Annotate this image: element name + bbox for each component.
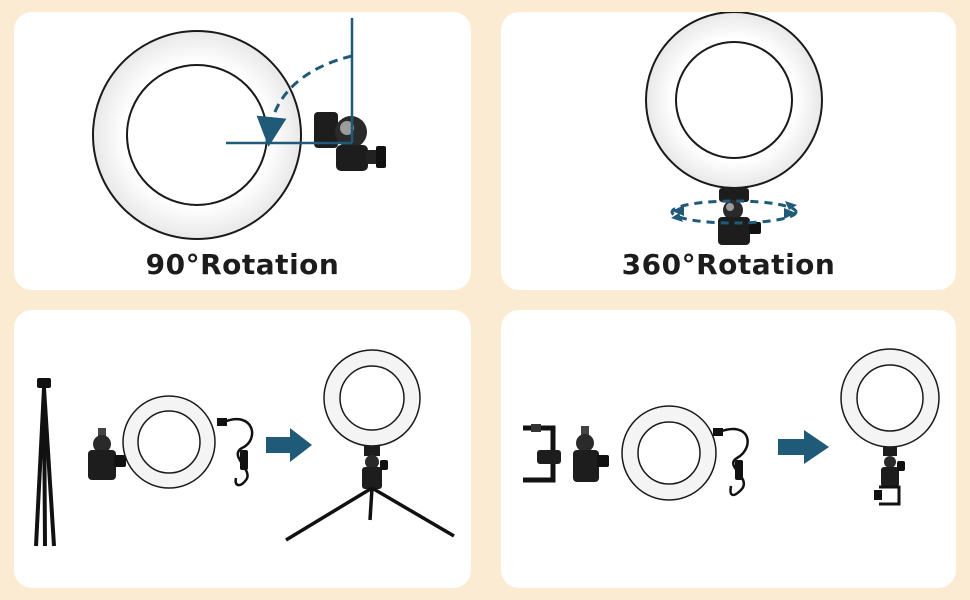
arrow-right-icon	[266, 428, 312, 462]
caption-90-rotation: 90°Rotation	[145, 248, 340, 281]
usb-cable-icon	[713, 427, 749, 497]
assembled-clamp-light-icon	[840, 348, 940, 506]
panel-clamp-assembly	[501, 310, 956, 588]
rotation-arrow-icon	[670, 199, 798, 225]
panel-tripod-assembly	[14, 310, 471, 588]
ring-light-icon	[645, 12, 823, 189]
rotation-360-illustration	[645, 12, 823, 245]
ring-light-icon	[122, 395, 216, 489]
ball-head-icon	[573, 426, 609, 482]
clamp-icon	[523, 424, 561, 483]
tripod-icon	[34, 378, 56, 547]
ring-light-icon	[92, 30, 302, 240]
ball-head-icon	[718, 188, 761, 245]
ball-head-icon	[314, 112, 386, 171]
rotation-90-illustration	[92, 18, 386, 240]
panel-360-rotation: 360°Rotation	[501, 12, 956, 290]
tripod-assembly-illustration	[34, 349, 455, 547]
rotation-arrow-icon	[226, 18, 354, 147]
panel-90-rotation: 90°Rotation	[14, 12, 471, 290]
usb-cable-icon	[217, 418, 254, 487]
ring-light-icon	[621, 405, 717, 501]
assembled-tripod-light-icon	[285, 349, 455, 542]
clamp-assembly-illustration	[523, 348, 940, 506]
caption-360-rotation: 360°Rotation	[621, 248, 836, 281]
arrow-right-icon	[778, 430, 829, 464]
ball-head-icon	[88, 428, 126, 480]
